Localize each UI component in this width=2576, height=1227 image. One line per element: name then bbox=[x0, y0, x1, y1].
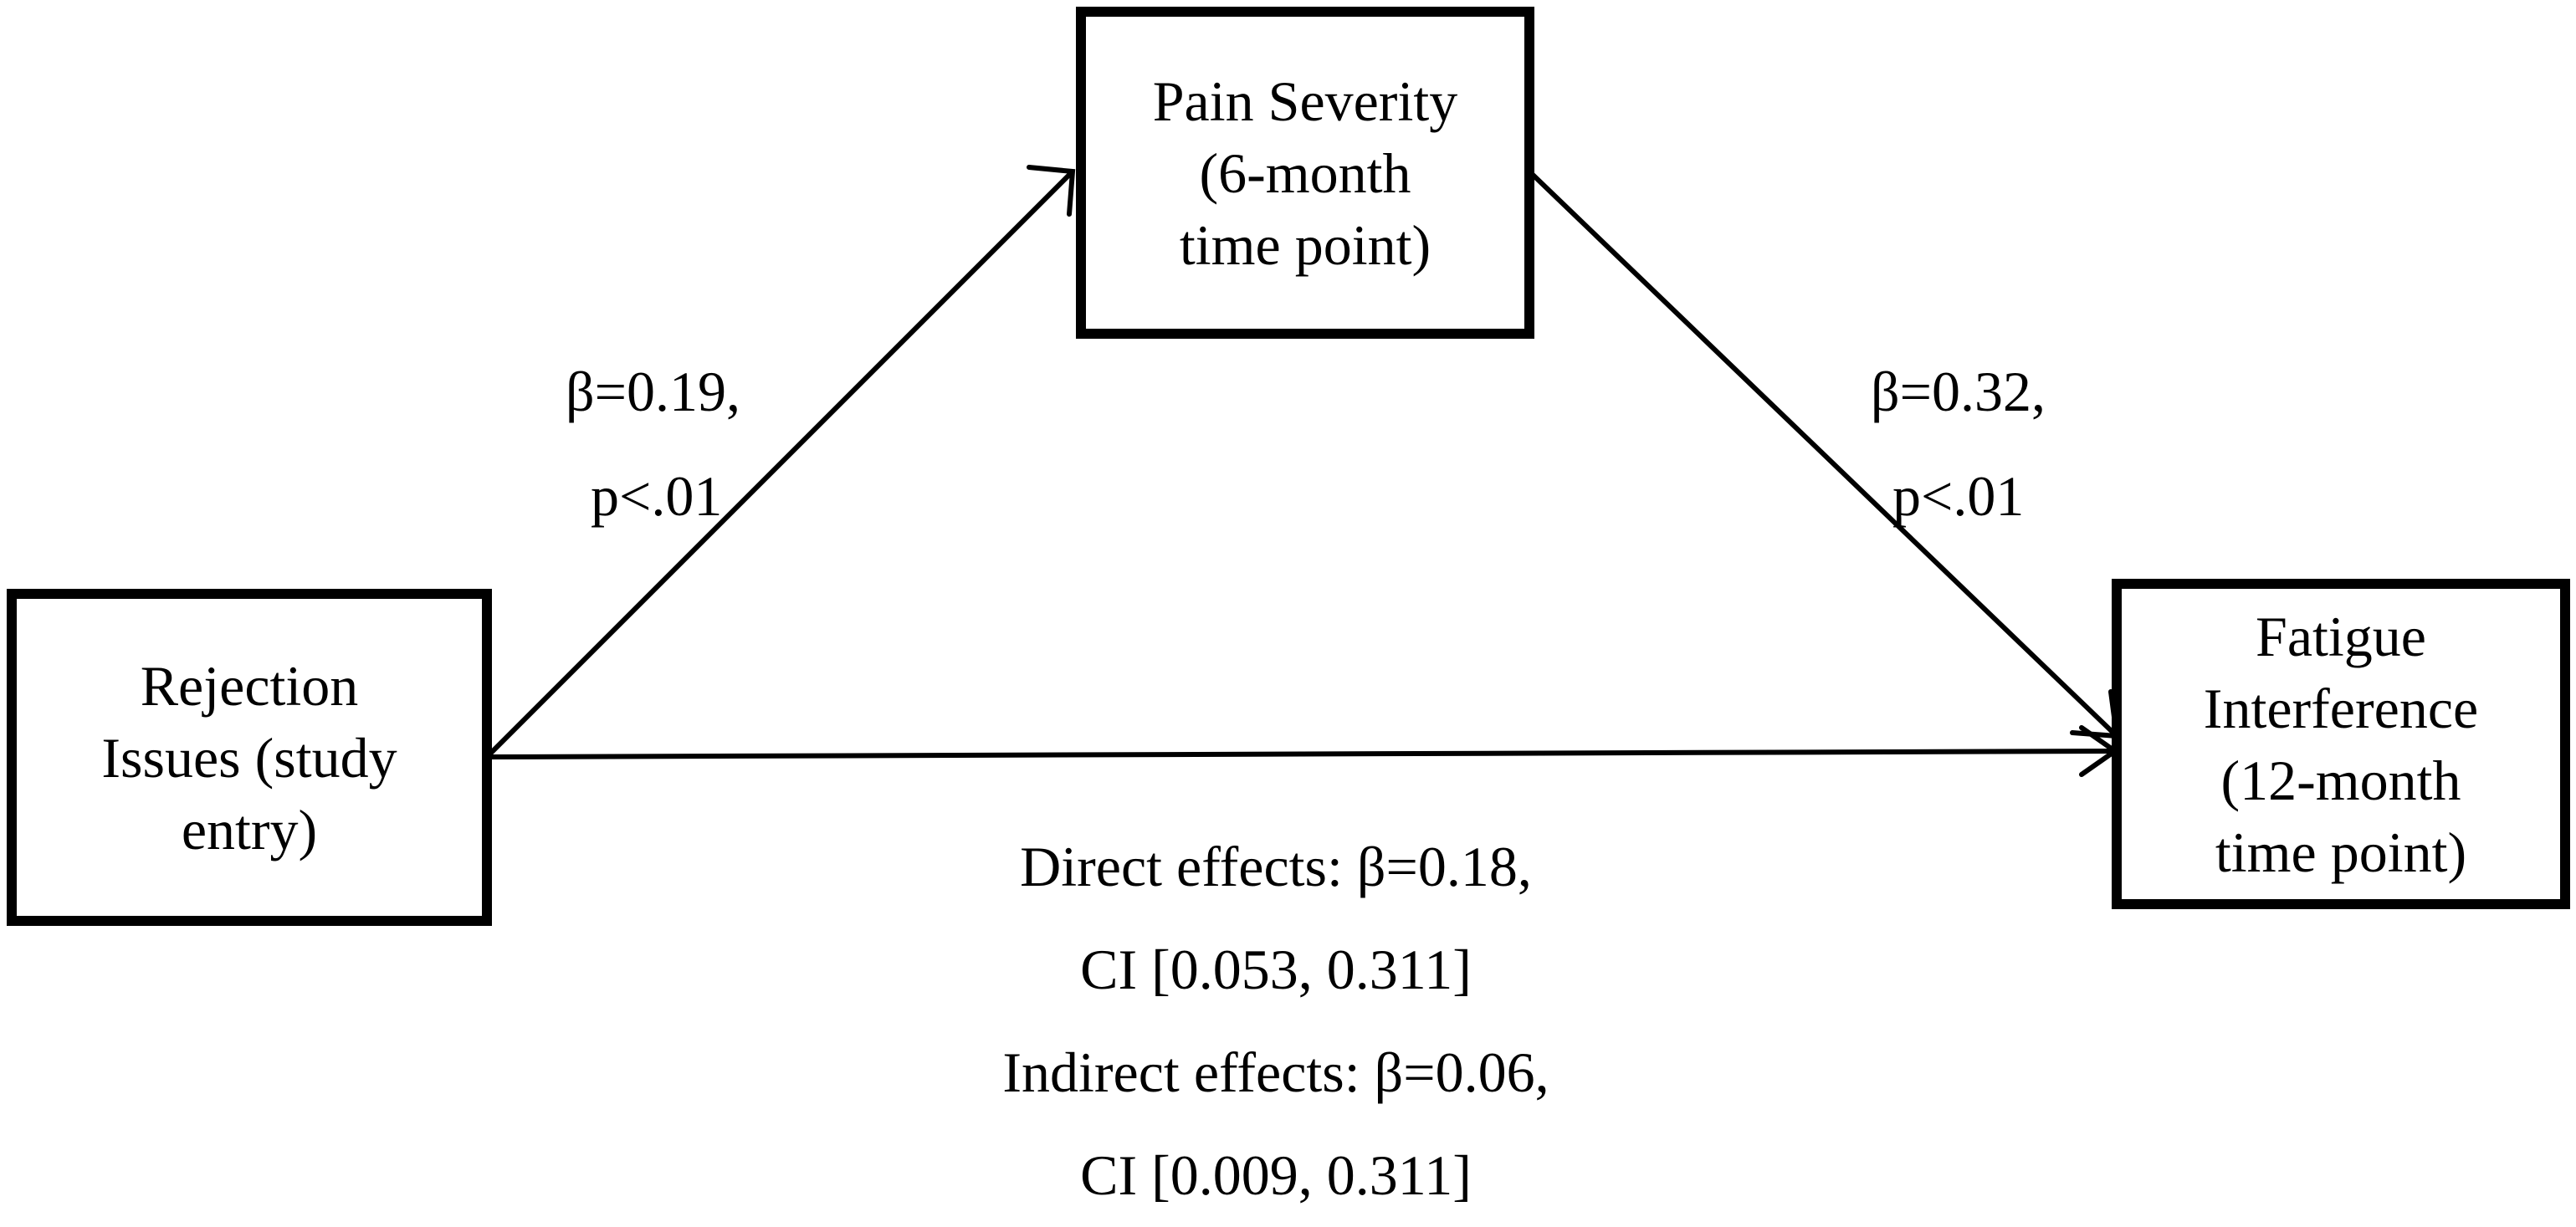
outcome-label: Fatigue Interference (12-month time poin… bbox=[2204, 601, 2478, 888]
predictor-label: Rejection Issues (study entry) bbox=[101, 650, 397, 866]
arrow-a-head bbox=[1027, 165, 1076, 217]
predictor-line-2: Issues (study bbox=[101, 725, 397, 790]
predictor-box: Rejection Issues (study entry) bbox=[7, 589, 492, 926]
path-a-beta: β=0.19, bbox=[566, 360, 740, 423]
outcome-line-2: Interference bbox=[2203, 676, 2479, 740]
mediator-line-2: (6-month bbox=[1199, 141, 1411, 205]
outcome-line-3: (12-month bbox=[2220, 748, 2461, 812]
mediator-label: Pain Severity (6-month time point) bbox=[1153, 65, 1458, 281]
path-b-beta: β=0.32, bbox=[1871, 360, 2046, 423]
mediator-box: Pain Severity (6-month time point) bbox=[1076, 7, 1534, 339]
path-b-p: p<.01 bbox=[1892, 464, 2025, 528]
outcome-box: Fatigue Interference (12-month time poin… bbox=[2112, 579, 2570, 909]
indirect-effect-ci: CI [0.009, 0.311] bbox=[1080, 1143, 1472, 1207]
mediator-line-3: time point) bbox=[1179, 212, 1431, 277]
indirect-effect-beta: Indirect effects: β=0.06, bbox=[1002, 1040, 1549, 1104]
predictor-line-3: entry) bbox=[181, 797, 318, 861]
outcome-line-1: Fatigue bbox=[2256, 604, 2426, 668]
arrow-a-line bbox=[487, 169, 1075, 757]
path-a-p: p<.01 bbox=[591, 464, 723, 528]
direct-effect-beta: Direct effects: β=0.18, bbox=[1020, 835, 1532, 898]
direct-effect-ci: CI [0.053, 0.311] bbox=[1080, 938, 1472, 1001]
arrow-c-line bbox=[489, 749, 2116, 759]
outcome-line-4: time point) bbox=[2215, 820, 2467, 884]
effects-summary: Direct effects: β=0.18, CI [0.053, 0.311… bbox=[878, 815, 1673, 1227]
mediator-line-1: Pain Severity bbox=[1152, 69, 1458, 133]
predictor-line-1: Rejection bbox=[140, 653, 359, 718]
arrow-b-line bbox=[1527, 169, 2119, 739]
